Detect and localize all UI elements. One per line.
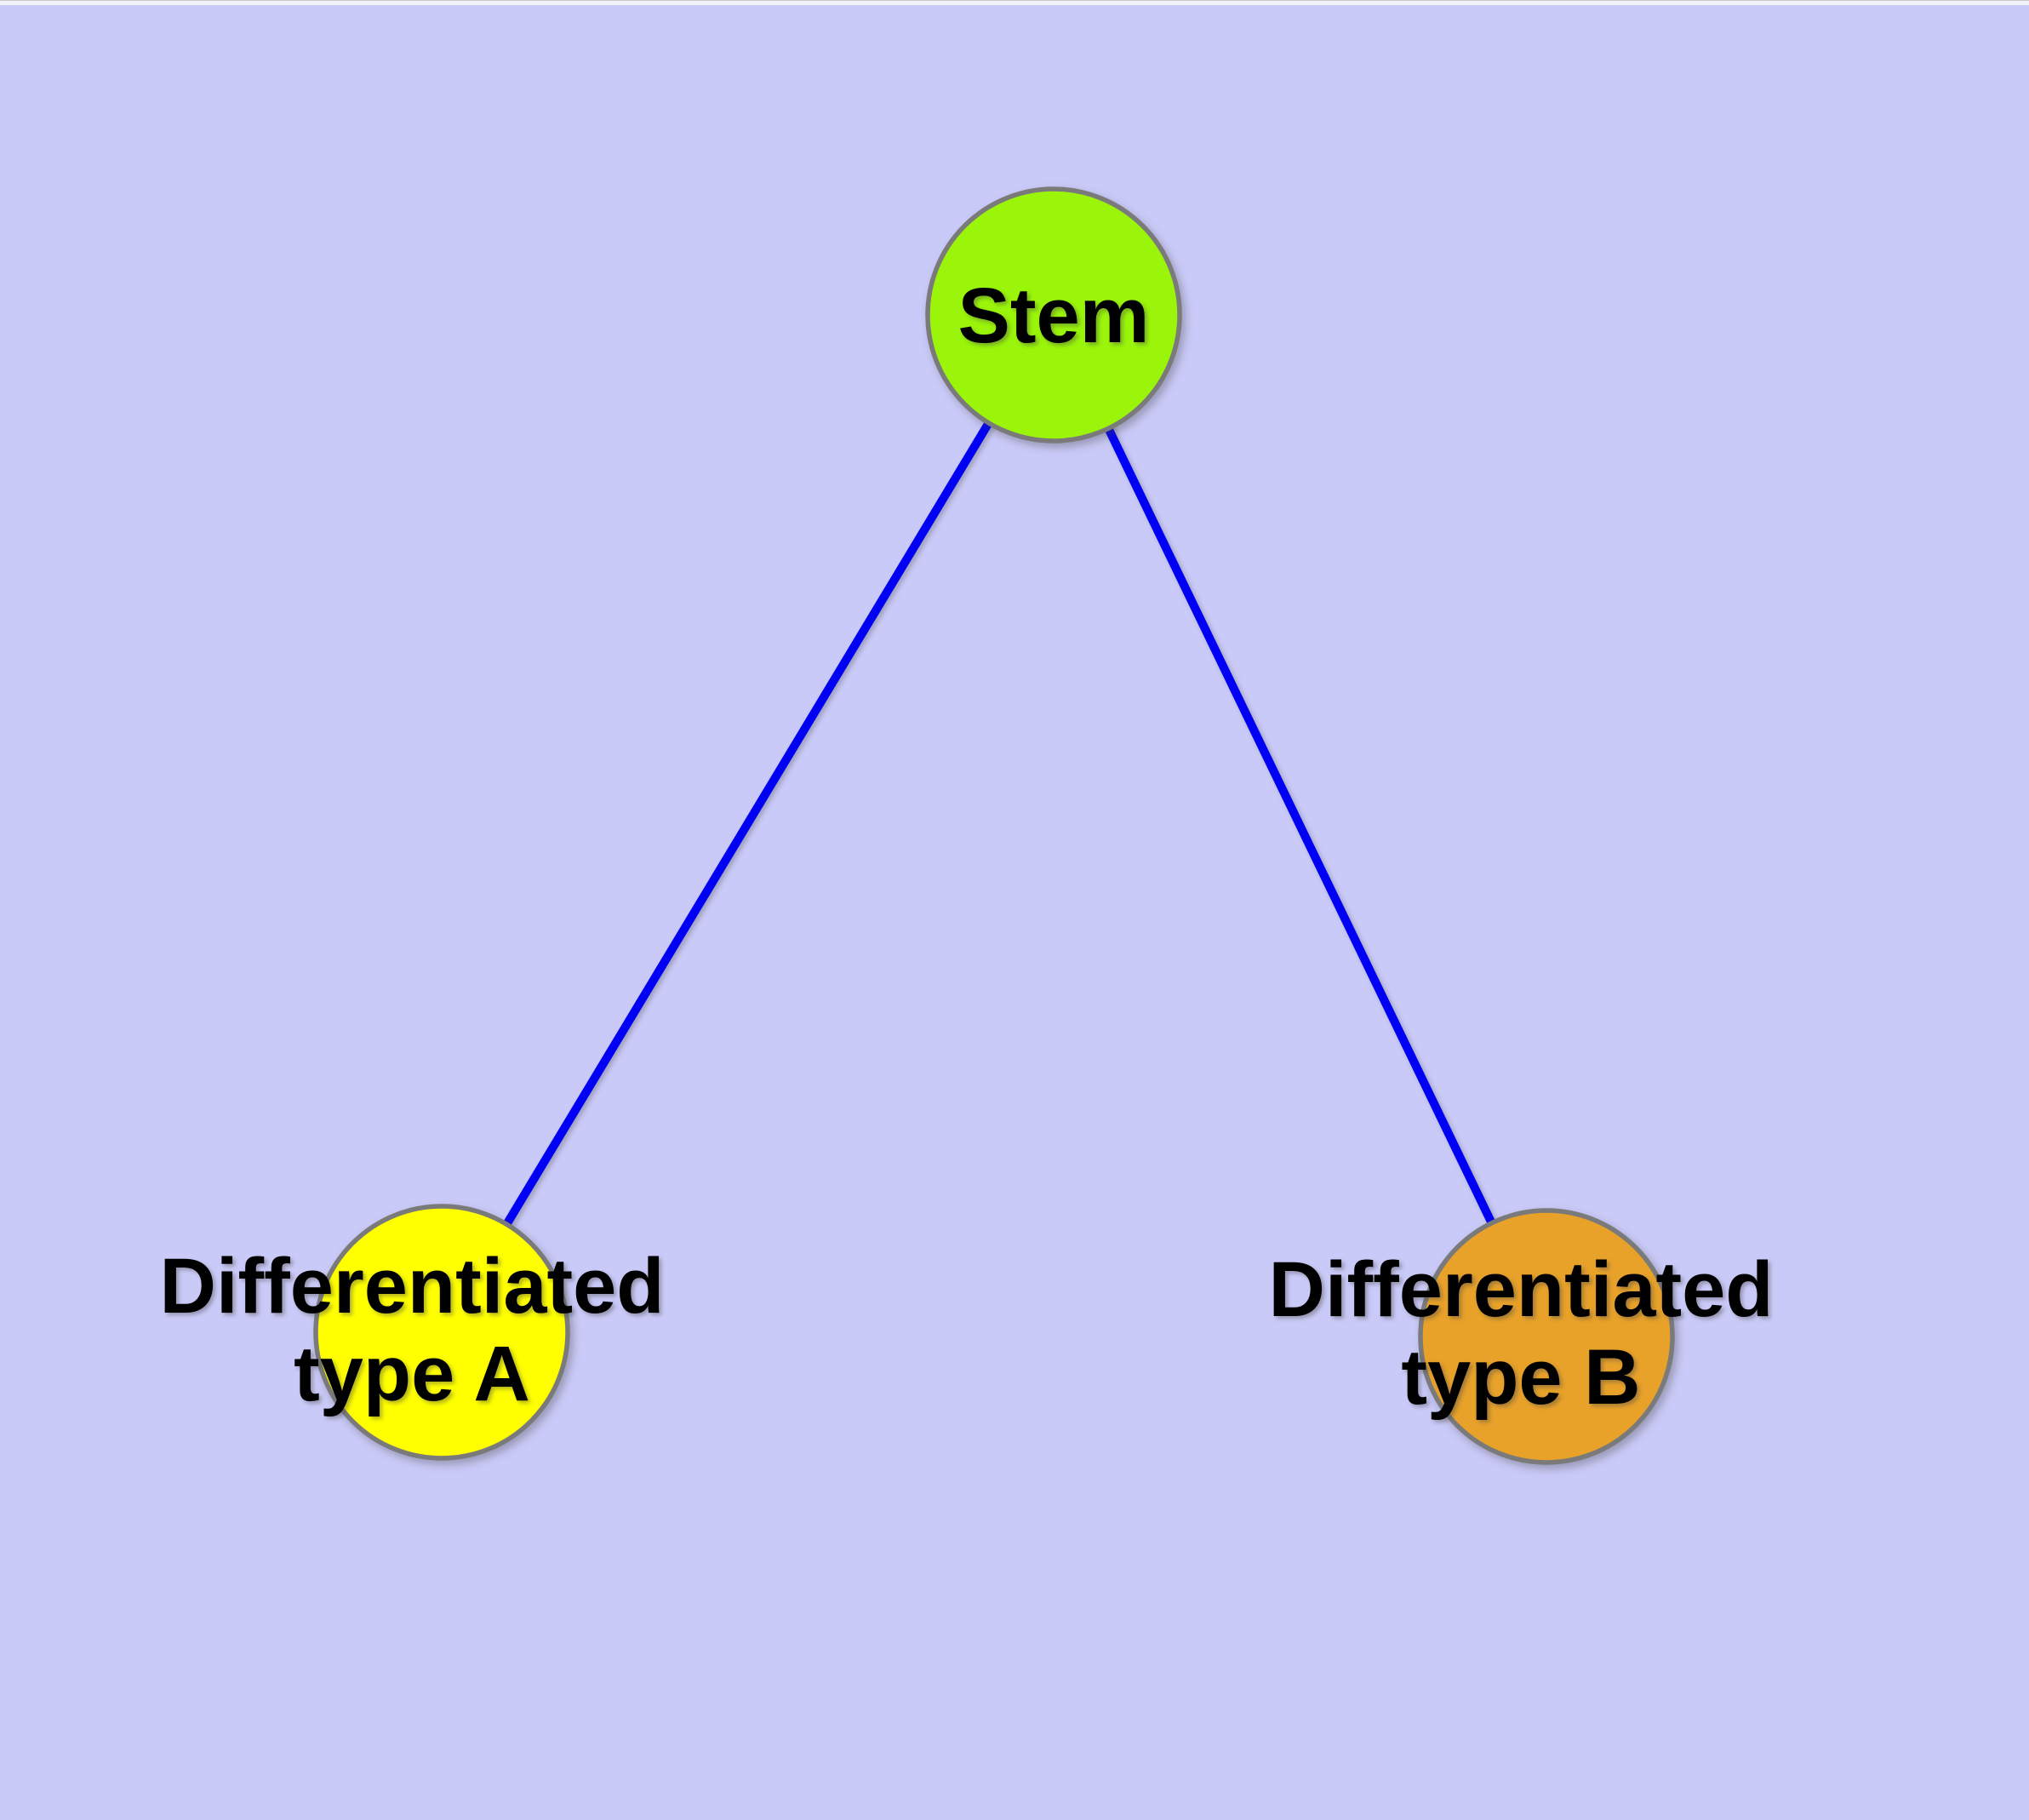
node-stem-label-line: Stem <box>957 272 1150 359</box>
edge-stem-to-type-b <box>1049 312 1551 1339</box>
node-type-b-label-line-2: type B <box>1401 1334 1641 1421</box>
node-stem-circle <box>925 186 1182 444</box>
node-type-a-label-line-2: type A <box>294 1331 530 1417</box>
edge-stem-to-type-a <box>437 312 1058 1335</box>
node-type-a-label-line-1: Differentiated <box>159 1243 665 1330</box>
node-differentiated-type-a-circle <box>313 1204 570 1461</box>
node-differentiated-type-b-label: Differentiated type B <box>1180 1246 1861 1422</box>
node-differentiated-type-a-label: Differentiated type A <box>71 1243 752 1418</box>
node-differentiated-type-b-circle <box>1418 1208 1675 1465</box>
node-stem-label: Stem <box>713 272 1394 360</box>
top-margin-strip <box>0 0 2029 5</box>
node-type-b-label-line-1: Differentiated <box>1268 1246 1774 1333</box>
